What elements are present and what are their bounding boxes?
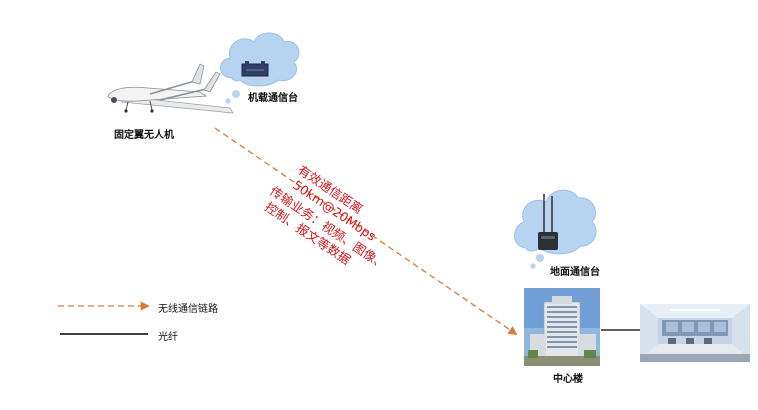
wireless-link-line [214,127,518,336]
tower-radio-icon [538,194,558,250]
legend-wireless-label: 无线通信链路 [158,304,218,315]
ground-station-label: 地面通信台 [550,267,600,278]
cloud-icon [514,189,597,269]
legend-fiber-label: 光纤 [158,332,178,343]
airborne-station-label: 机载通信台 [248,93,298,104]
uav-label: 固定翼无人机 [114,130,174,141]
control-room-photo [640,304,750,362]
cloud-icon [220,32,300,104]
building-photo [524,288,600,366]
center-building-label: 中心楼 [553,374,583,385]
radio-device-icon [241,61,269,77]
uav-icon [107,63,234,114]
